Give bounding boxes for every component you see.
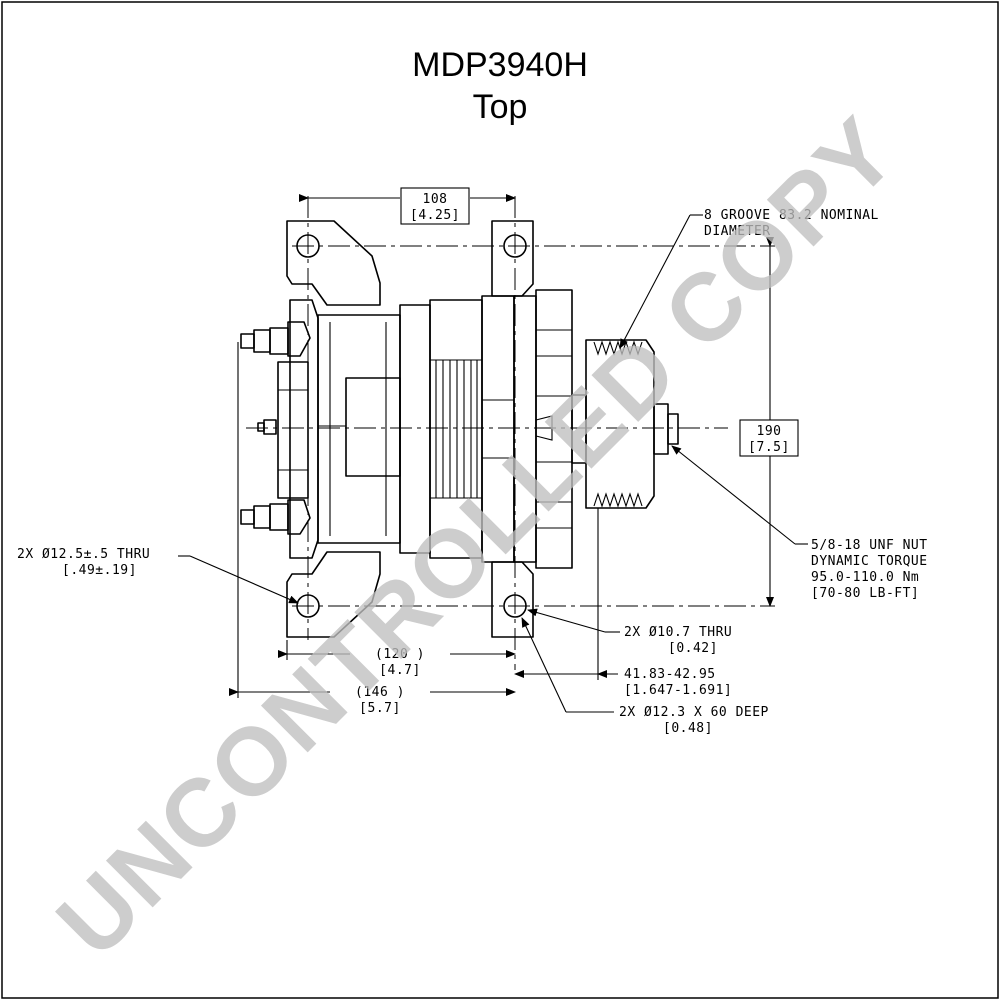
groove-text-2: DIAMETER xyxy=(704,224,771,239)
left-hole-text-1: 2X Ø12.5±.5 THRU xyxy=(17,547,150,562)
drawing-title: MDP3940H xyxy=(412,46,588,84)
dim-190-in: [7.5] xyxy=(748,440,790,455)
nut-text-1: 5/8-18 UNF NUT xyxy=(811,538,928,553)
dimension-pulley-offset: 41.83-42.95 [1.647-1.691] xyxy=(514,508,732,698)
nut-text-3: 95.0-110.0 Nm xyxy=(811,570,919,585)
deep-hole-text-2: [0.48] xyxy=(663,721,713,736)
dimension-120: (120 ) [4.7] xyxy=(278,640,516,678)
center-lines xyxy=(246,196,775,670)
right-hole-text-1: 2X Ø10.7 THRU xyxy=(624,625,732,640)
watermark: UNCONTROLLED COPY xyxy=(37,97,917,977)
drawing-subtitle: Top xyxy=(473,88,528,126)
callout-left-holes: 2X Ø12.5±.5 THRU [.49±.19] xyxy=(17,547,299,604)
dim-offset-mm: 41.83-42.95 xyxy=(624,667,716,682)
callout-right-holes: 2X Ø10.7 THRU [0.42] xyxy=(527,608,732,656)
callout-groove: 8 GROOVE 83.2 NOMINAL DIAMETER xyxy=(619,208,879,349)
callout-deep-holes: 2X Ø12.3 X 60 DEEP [0.48] xyxy=(521,617,769,736)
dimension-108: 108 [4.25] xyxy=(299,187,516,225)
callout-nut: 5/8-18 UNF NUT DYNAMIC TORQUE 95.0-110.0… xyxy=(671,445,928,601)
dimension-190: 190 [7.5] xyxy=(739,237,799,607)
groove-text-1: 8 GROOVE 83.2 NOMINAL xyxy=(704,208,879,223)
deep-hole-text-1: 2X Ø12.3 X 60 DEEP xyxy=(619,705,769,720)
dim-108-mm: 108 xyxy=(423,192,448,207)
dim-120-in: [4.7] xyxy=(379,663,421,678)
nut-text-2: DYNAMIC TORQUE xyxy=(811,554,928,569)
nut-text-4: [70-80 LB-FT] xyxy=(811,586,919,601)
left-hole-text-2: [.49±.19] xyxy=(62,563,137,578)
dim-146-mm: (146 ) xyxy=(355,685,405,700)
dim-108-in: [4.25] xyxy=(410,208,460,223)
dim-offset-in: [1.647-1.691] xyxy=(624,683,732,698)
alternator-body xyxy=(240,220,679,638)
dimension-146: (146 ) [5.7] xyxy=(229,342,516,716)
right-hole-text-2: [0.42] xyxy=(668,641,718,656)
dim-120-mm: (120 ) xyxy=(375,647,425,662)
dim-190-mm: 190 xyxy=(757,424,782,439)
dim-146-in: [5.7] xyxy=(359,701,401,716)
